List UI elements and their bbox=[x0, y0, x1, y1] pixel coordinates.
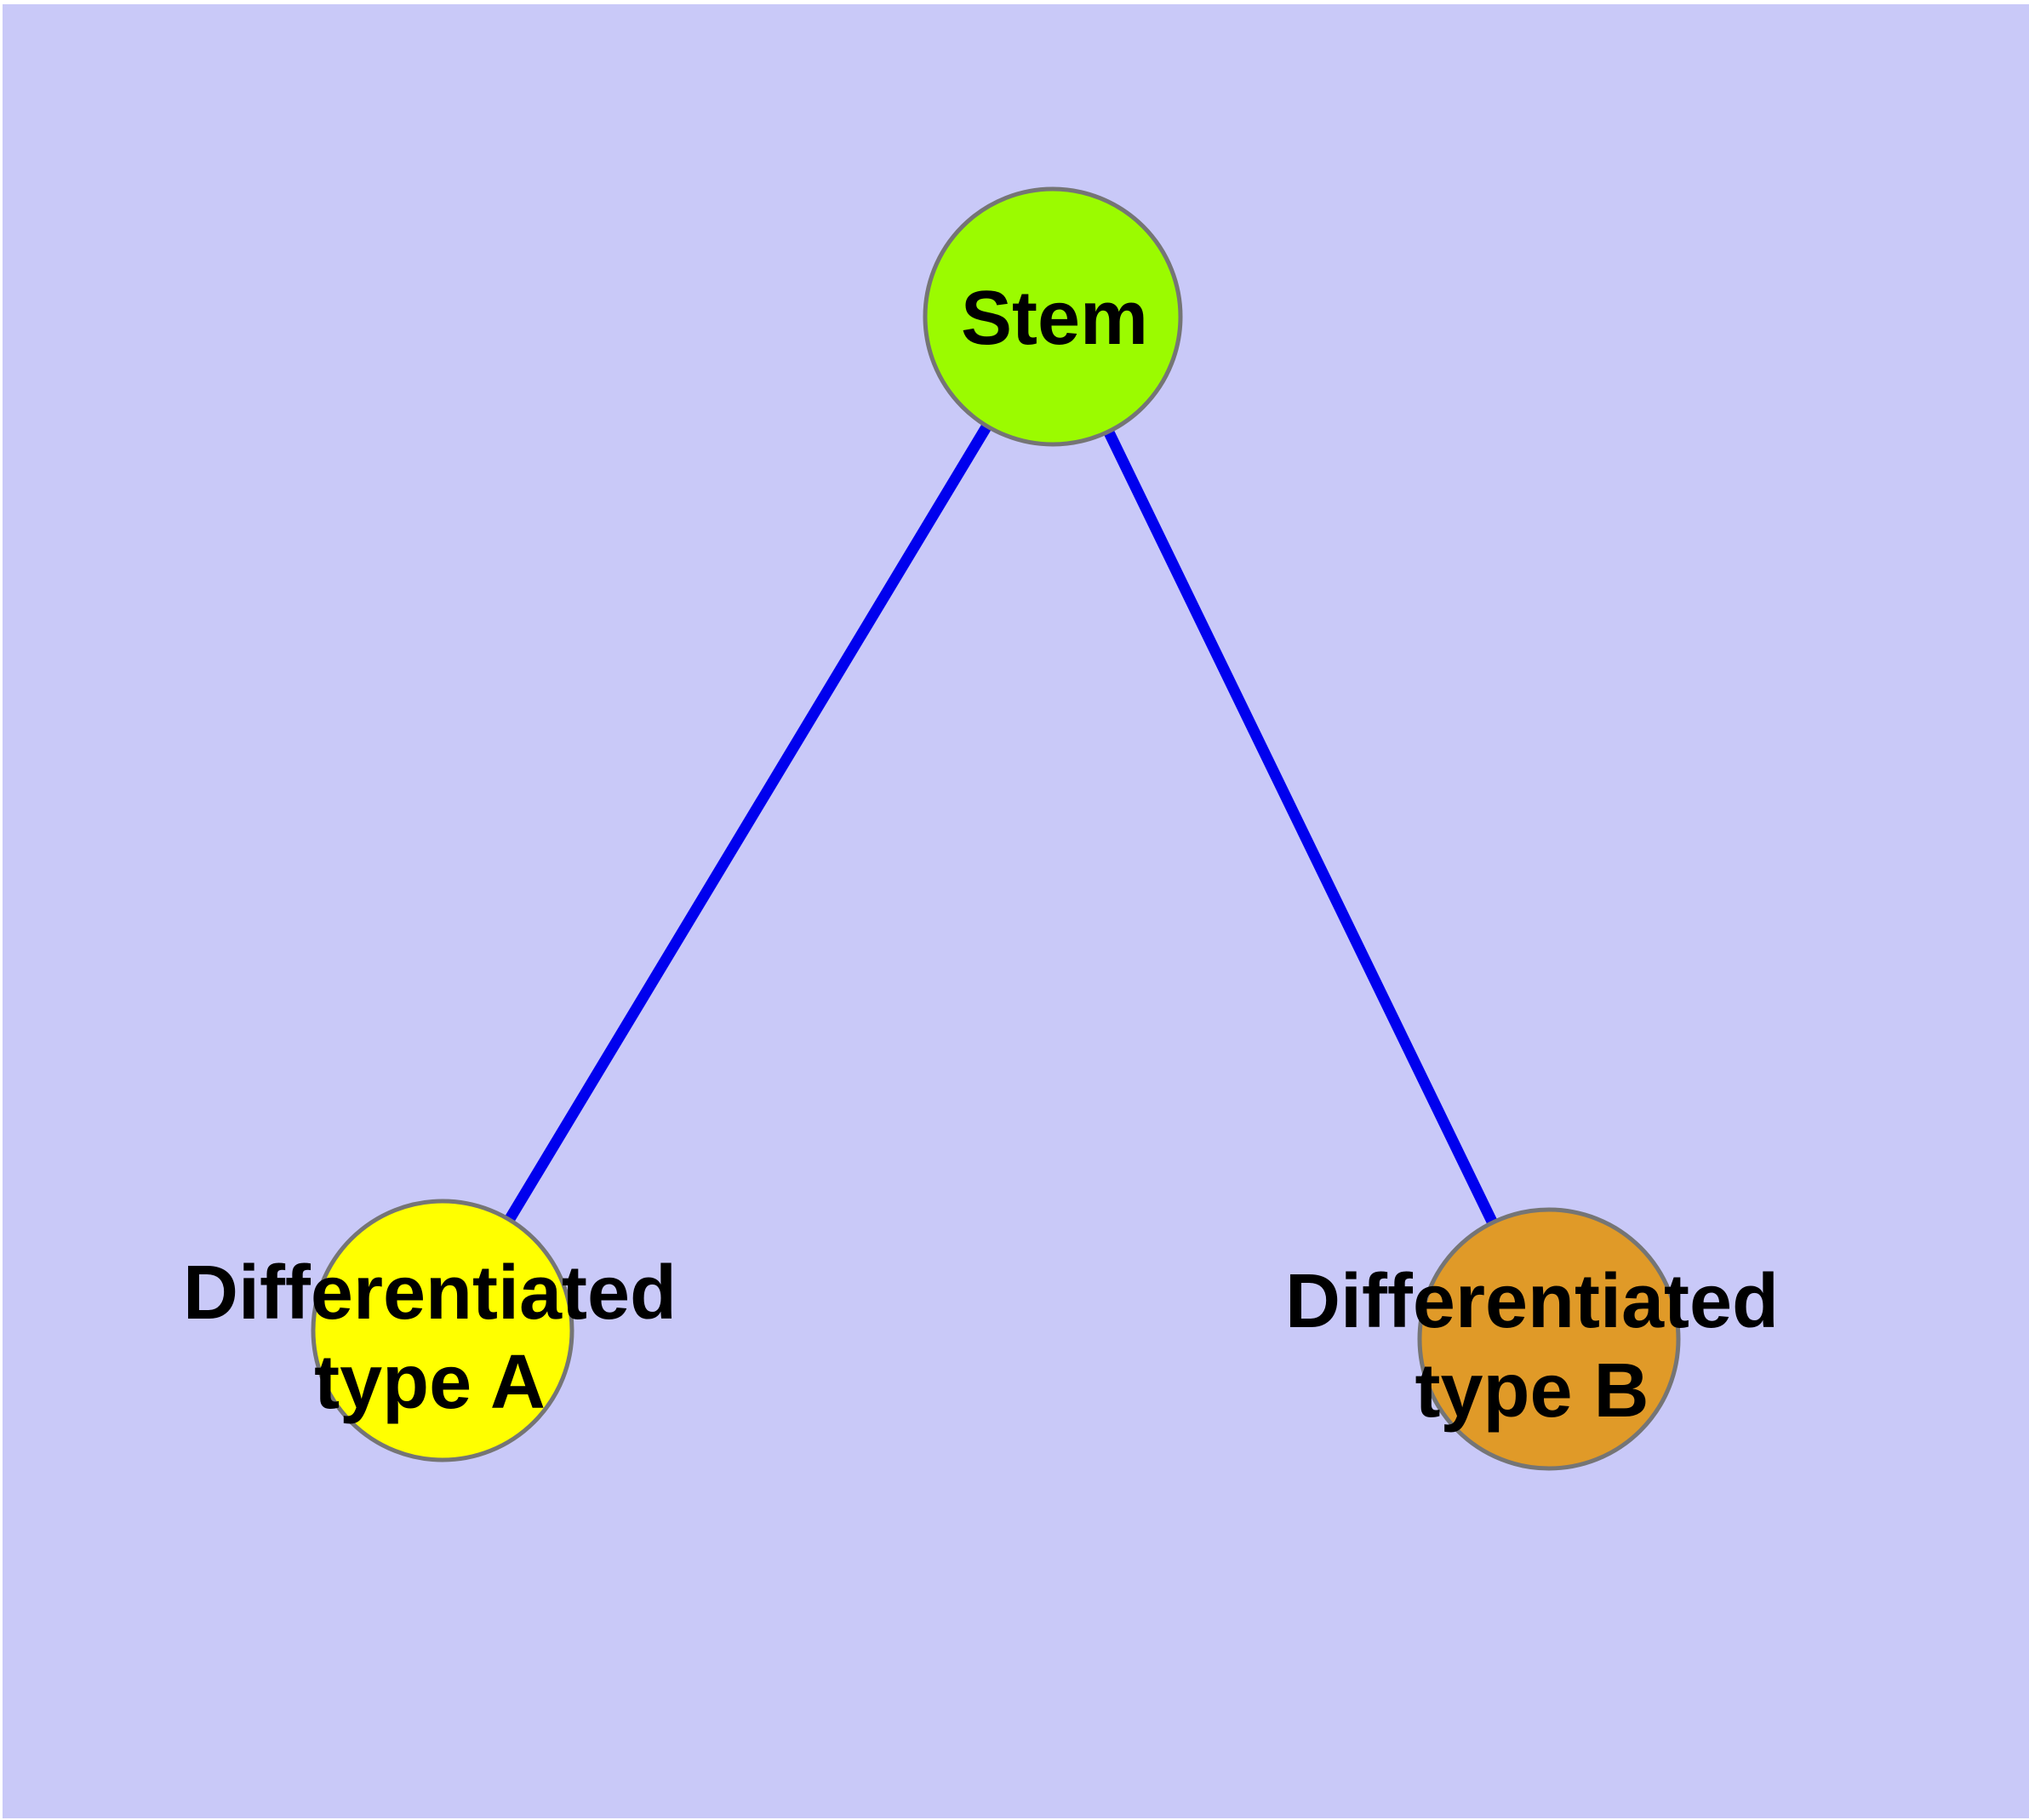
node-differentiated-type-a-label-line2: type A bbox=[314, 1340, 546, 1425]
node-differentiated-type-a[interactable] bbox=[311, 1199, 574, 1462]
node-stem-label: Stem bbox=[961, 276, 1148, 361]
node-differentiated-type-b[interactable] bbox=[1417, 1207, 1681, 1471]
node-differentiated-type-b-label-line2: type B bbox=[1415, 1348, 1649, 1434]
node-differentiated-type-a-label-line1: Differentiated bbox=[183, 1251, 677, 1336]
node-stem[interactable] bbox=[923, 186, 1183, 447]
edge-stem-to-type-a bbox=[437, 313, 1058, 1334]
edge-stem-to-type-b bbox=[1048, 314, 1554, 1342]
node-differentiated-type-b-label-line1: Differentiated bbox=[1285, 1259, 1779, 1344]
